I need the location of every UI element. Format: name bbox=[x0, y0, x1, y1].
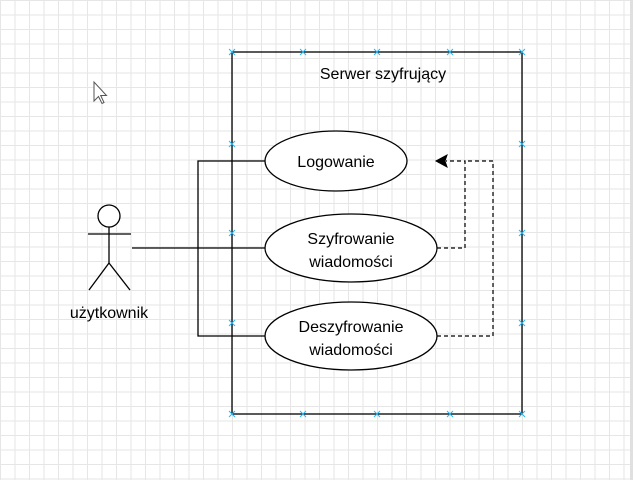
use-case-logowanie[interactable]: Logowanie bbox=[264, 130, 408, 192]
mouse-cursor-icon bbox=[93, 80, 108, 105]
use-case-szyfrowanie-label-line1: Szyfrowanie bbox=[307, 231, 394, 248]
system-boundary[interactable] bbox=[228, 48, 526, 418]
actor-associations[interactable] bbox=[132, 160, 267, 337]
use-case-szyfrowanie[interactable]: Szyfrowanie wiadomości bbox=[264, 213, 438, 283]
use-case-deszyfrowanie-label-line2: wiadomości bbox=[308, 342, 393, 359]
system-title: Serwer szyfrujący bbox=[320, 66, 446, 83]
use-case-logowanie-label: Logowanie bbox=[297, 154, 375, 171]
selection-handles[interactable] bbox=[228, 48, 526, 418]
use-case-deszyfrowanie-label-line1: Deszyfrowanie bbox=[299, 319, 404, 336]
include-dependency-arrows[interactable] bbox=[437, 160, 494, 337]
use-case-szyfrowanie-label-line2: wiadomości bbox=[308, 254, 393, 271]
arrowhead-icon bbox=[434, 153, 448, 169]
use-case-deszyfrowanie[interactable]: Deszyfrowanie wiadomości bbox=[264, 301, 438, 371]
actor-label: użytkownik bbox=[70, 305, 149, 322]
canvas-edge bbox=[630, 0, 633, 480]
stick-figure-actor-icon[interactable] bbox=[88, 204, 131, 291]
